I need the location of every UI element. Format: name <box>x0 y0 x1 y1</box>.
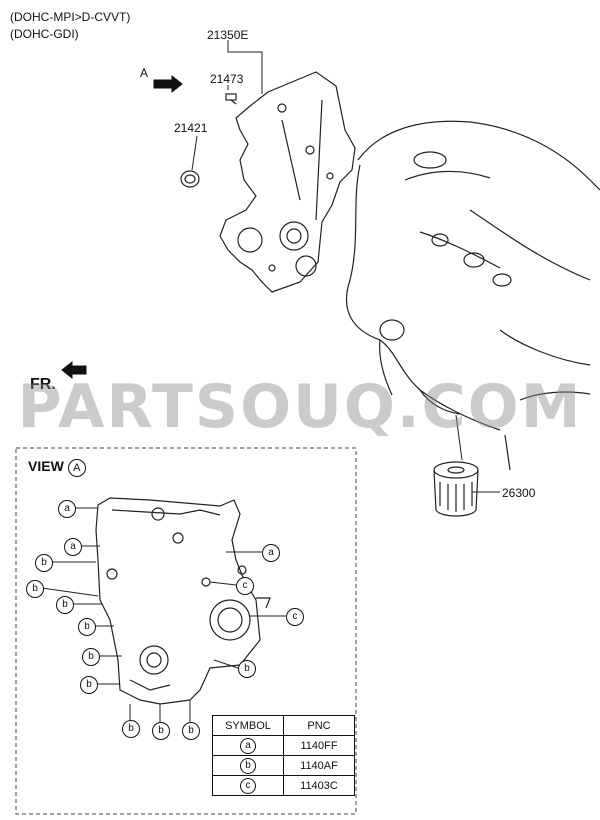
watermark-text: PARTSOUQ.COM <box>17 372 583 442</box>
legend-pnc[interactable]: 11403C <box>283 775 355 796</box>
oil-filter-part <box>433 461 479 517</box>
callout-b: b <box>78 618 96 636</box>
view-a-frame <box>15 447 357 815</box>
symbol-legend-table: SYMBOL PNC a 1140FF b 1140AF c 11403C <box>212 715 355 796</box>
callout-c: c <box>286 608 304 626</box>
oil-seal-part <box>180 170 200 188</box>
model-line-1: (DOHC-MPI>D-CVVT) <box>10 10 131 24</box>
legend-symbol-cell: a <box>212 735 284 756</box>
part-number-21350e[interactable]: 21350E <box>207 28 249 42</box>
model-line-2: (DOHC-GDI) <box>10 27 79 41</box>
legend-row: c 11403C <box>212 775 355 796</box>
part-number-26300[interactable]: 26300 <box>502 486 536 500</box>
callout-b: b <box>238 660 256 678</box>
callout-leaders <box>41 507 286 722</box>
leader-lines <box>191 40 500 493</box>
legend-pnc[interactable]: 1140AF <box>283 755 355 776</box>
legend-symbol: b <box>240 757 256 774</box>
callout-b: b <box>152 722 170 740</box>
callout-a: a <box>64 538 82 556</box>
part-number-21473[interactable]: 21473 <box>210 72 244 86</box>
bolt-part <box>225 93 237 105</box>
legend-header-row: SYMBOL PNC <box>212 715 355 736</box>
callout-b: b <box>182 722 200 740</box>
callout-b: b <box>35 554 53 572</box>
legend-row: a 1140FF <box>212 735 355 756</box>
legend-symbol-cell: b <box>212 755 284 776</box>
view-a-arrow <box>153 74 183 94</box>
callout-a: a <box>58 500 76 518</box>
front-arrow-label: FR. <box>30 376 56 393</box>
legend-pnc[interactable]: 1140FF <box>283 735 355 756</box>
callout-b: b <box>80 676 98 694</box>
legend-header-symbol: SYMBOL <box>212 715 284 736</box>
callout-a: a <box>262 544 280 562</box>
timing-chain-cover <box>219 71 356 293</box>
legend-header-pnc: PNC <box>283 715 355 736</box>
cover-rear-view <box>95 497 271 705</box>
legend-symbol: a <box>240 737 256 754</box>
callout-b: b <box>122 720 140 738</box>
callout-b: b <box>26 580 44 598</box>
legend-symbol-cell: c <box>212 775 284 796</box>
view-a-arrow-label: A <box>140 66 149 80</box>
view-symbol: A <box>67 459 86 477</box>
front-arrow <box>61 360 87 380</box>
legend-row: b 1140AF <box>212 755 355 776</box>
callout-c: c <box>236 577 254 595</box>
engine-block-outline <box>345 120 600 471</box>
callout-b: b <box>56 596 74 614</box>
legend-symbol: c <box>240 777 256 794</box>
view-title-text: VIEW <box>28 458 64 474</box>
part-number-21421[interactable]: 21421 <box>174 121 208 135</box>
callout-b: b <box>82 648 100 666</box>
